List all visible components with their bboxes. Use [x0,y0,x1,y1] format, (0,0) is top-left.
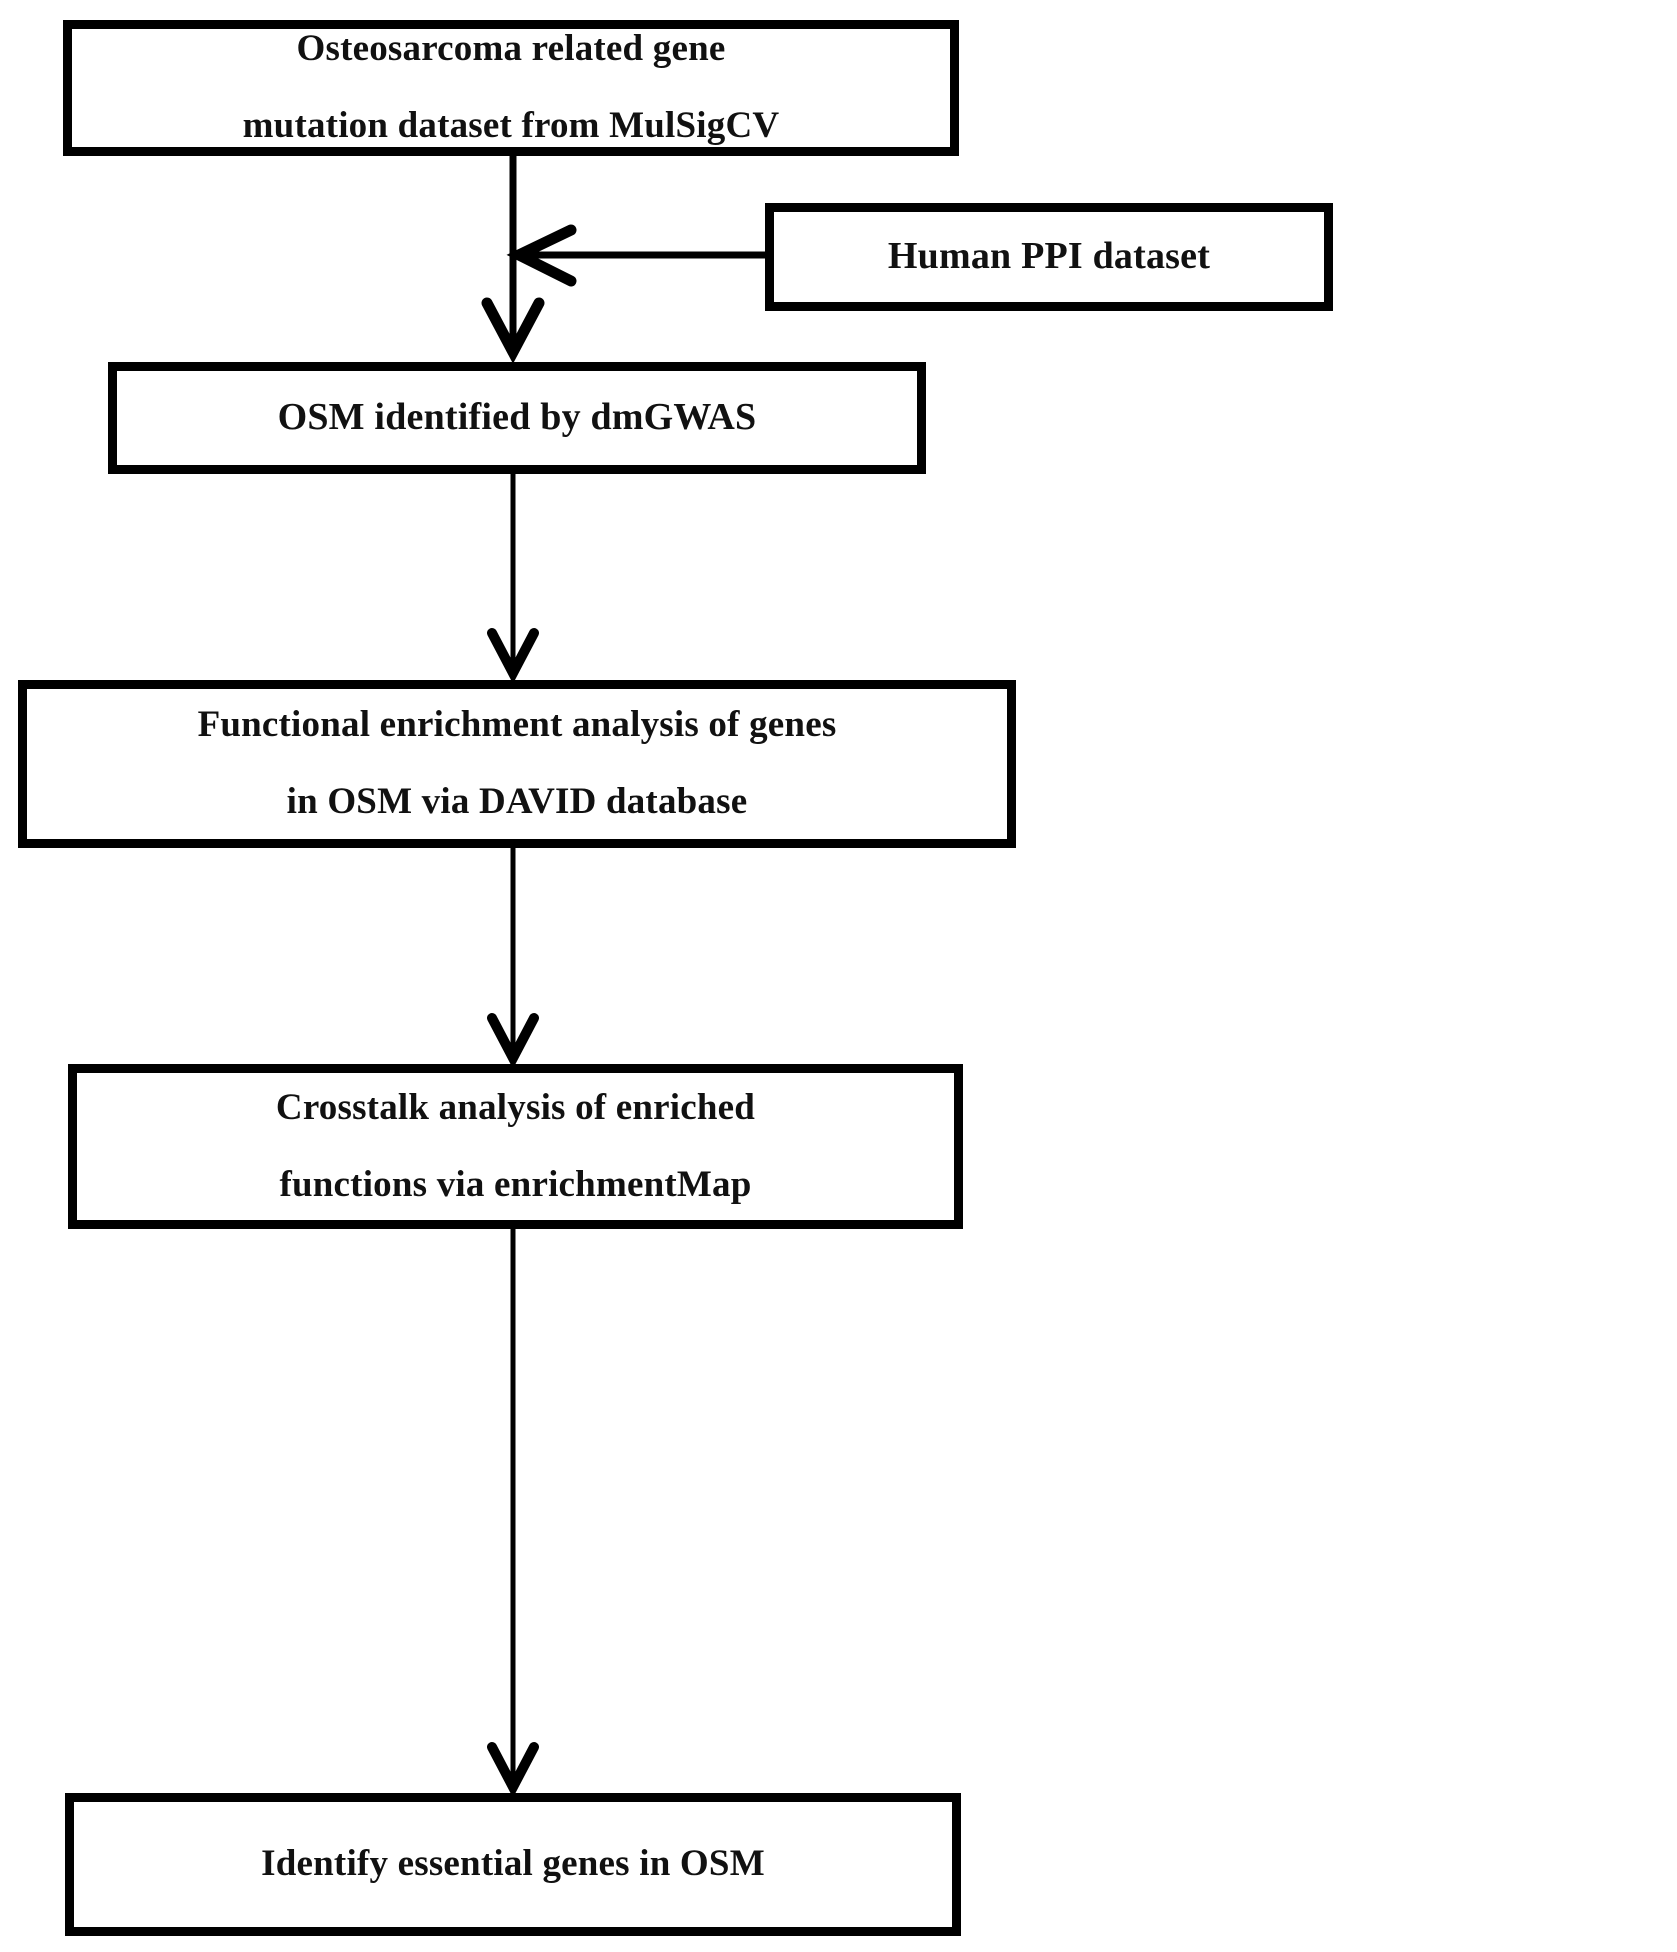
arrowhead-left-icon [506,224,577,287]
node-functional-enrichment-analysis: Functional enrichment analysis of genes … [18,680,1016,848]
arrowhead-down-icon [487,628,539,684]
node-source-line-2: mutation dataset from MulSigCV [242,105,780,146]
arrowhead-down-icon [487,1742,539,1798]
node-crosstalk-analysis: Crosstalk analysis of enriched functions… [68,1064,963,1229]
node-human-ppi-dataset: Human PPI dataset [765,203,1333,311]
node-crosstalk-line-1: Crosstalk analysis of enriched [275,1086,756,1128]
node-source-line-1: Osteosarcoma related gene [296,28,726,70]
node-identify-essential-genes: Identify essential genes in OSM [65,1793,961,1936]
node-osm-identified-by-dmgwas: OSM identified by dmGWAS [108,362,926,474]
arrowhead-down-icon [481,297,545,364]
edge-crosstalk-to-essential [487,1229,539,1798]
node-essential-line-1: Identify essential genes in OSM [261,1843,765,1885]
node-enrichment-line-2: in OSM via DAVID database [286,781,748,822]
node-ppi-line-1: Human PPI dataset [887,235,1211,278]
edge-source-to-osm [481,156,545,364]
node-crosstalk-line-2: functions via enrichmentMap [279,1163,752,1205]
arrowhead-down-icon [487,1013,539,1069]
edge-enrichment-to-crosstalk [487,848,539,1069]
node-osm-line-1: OSM identified by dmGWAS [277,396,757,439]
node-enrichment-line-1: Functional enrichment analysis of genes [197,704,837,746]
edge-ppi-to-trunk [506,224,765,287]
node-osteosarcoma-gene-mutation-dataset: Osteosarcoma related gene mutation datas… [63,20,959,156]
edge-osm-to-enrichment [487,474,539,684]
